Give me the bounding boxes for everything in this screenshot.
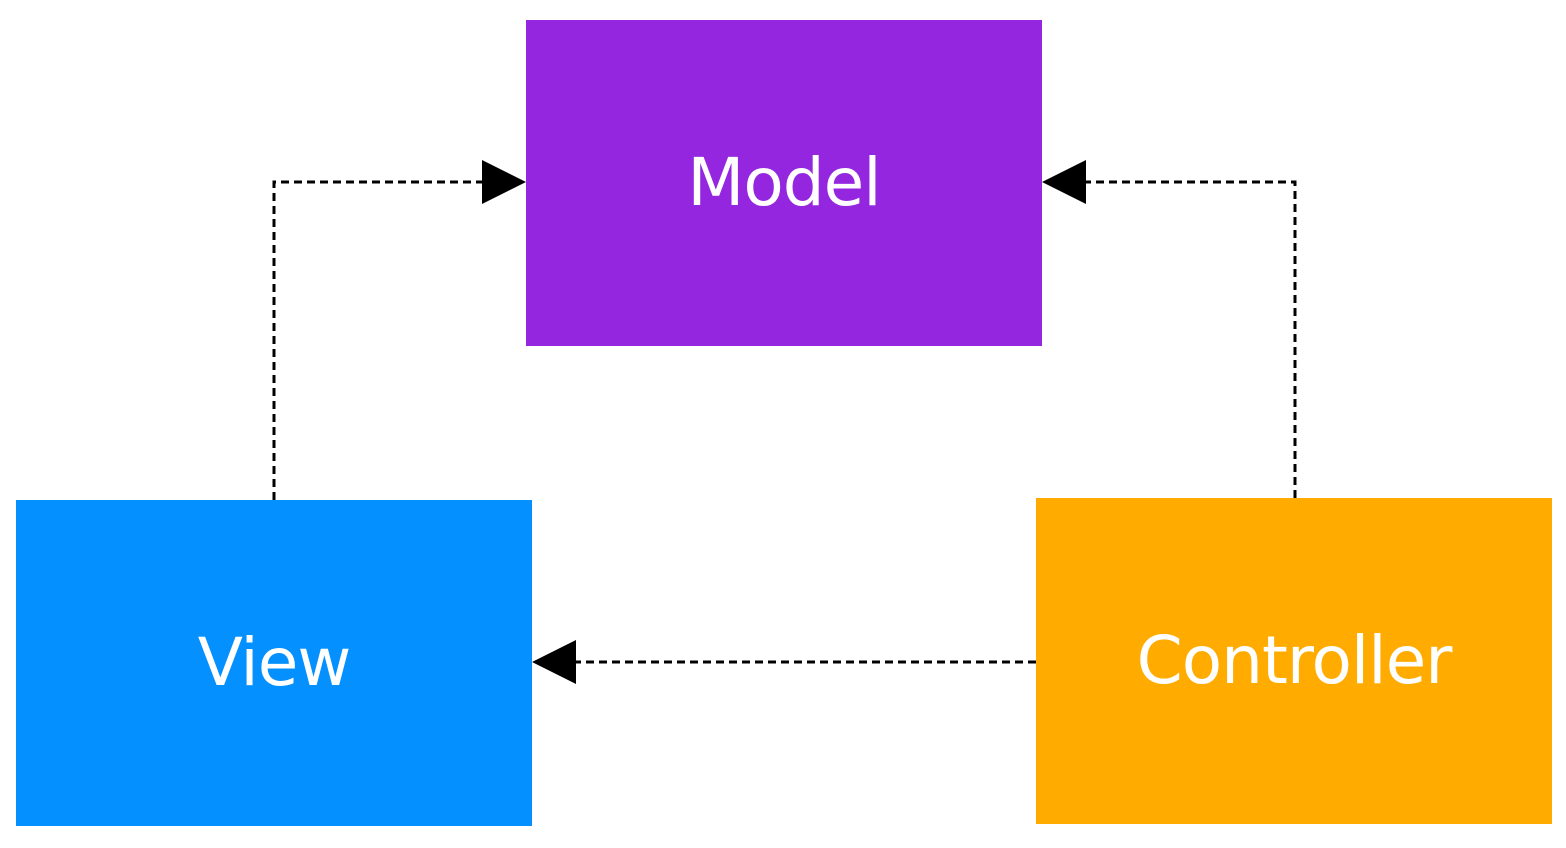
- model-label: Model: [687, 144, 881, 221]
- edge-view-to-model-arrowhead: [482, 160, 526, 204]
- edge-controller-to-view-arrowhead: [532, 640, 576, 684]
- model-box[interactable]: Model: [526, 20, 1042, 346]
- view-label: View: [197, 624, 352, 701]
- view-box[interactable]: View: [16, 500, 532, 826]
- edge-controller-to-model-line: [1082, 180, 1297, 498]
- edge-view-to-model-line: [272, 180, 486, 500]
- edge-controller-to-model: [1042, 160, 1297, 498]
- controller-box[interactable]: Controller: [1036, 498, 1552, 824]
- edge-controller-to-model-arrowhead: [1042, 160, 1086, 204]
- controller-label: Controller: [1136, 622, 1453, 699]
- edge-view-to-model: [272, 160, 526, 500]
- edge-controller-to-view: [532, 640, 1036, 684]
